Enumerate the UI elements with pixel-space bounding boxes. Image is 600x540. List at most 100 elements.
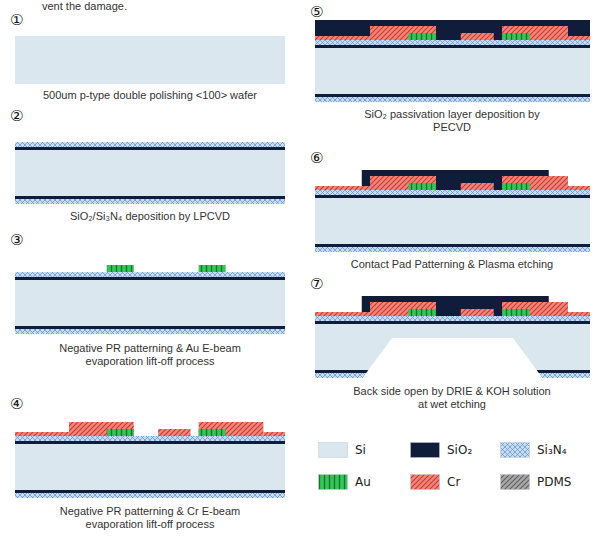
wafer-cross-section bbox=[15, 36, 285, 84]
legend-swatch bbox=[318, 474, 348, 490]
chromium-block bbox=[69, 422, 134, 436]
chromium-line bbox=[315, 186, 370, 190]
legend-swatch bbox=[410, 442, 440, 458]
nitride-layer bbox=[315, 97, 590, 102]
legend-text: Cr bbox=[447, 474, 460, 490]
step-number: ⑥ bbox=[310, 150, 334, 167]
gold-pad bbox=[409, 33, 437, 40]
legend-text: SiO₂ bbox=[447, 442, 472, 458]
page-fragment-text: vent the damage. bbox=[42, 0, 242, 13]
step-caption: 500um p-type double polishing <100> wafe… bbox=[20, 89, 280, 102]
swatch-fill bbox=[319, 443, 348, 458]
gold-pad bbox=[409, 309, 437, 316]
wafer-cross-section bbox=[15, 422, 285, 498]
gold-pad bbox=[199, 429, 226, 436]
nitride-layer bbox=[315, 316, 590, 321]
oxide-layer bbox=[15, 277, 285, 280]
silicon-wafer bbox=[15, 36, 285, 84]
nitride-layer bbox=[15, 329, 285, 334]
chromium-block bbox=[158, 429, 190, 436]
nitride-layer bbox=[15, 493, 285, 498]
nitride-layer bbox=[315, 190, 590, 195]
swatch-fill bbox=[411, 443, 440, 458]
oxide-layer bbox=[15, 490, 285, 493]
step-caption: SiO₂ passivation layer deposition by PEC… bbox=[352, 108, 552, 134]
chromium-block bbox=[199, 422, 264, 436]
backside-opening bbox=[362, 338, 544, 379]
swatch-fill bbox=[319, 475, 348, 490]
step-number: ② bbox=[10, 108, 34, 125]
step-number: ⑤ bbox=[310, 4, 334, 21]
chromium-block bbox=[370, 176, 436, 190]
gold-pad bbox=[107, 265, 134, 272]
legend-swatch bbox=[500, 474, 530, 490]
silicon-wafer bbox=[15, 280, 285, 326]
legend-text: Au bbox=[355, 474, 371, 490]
wafer-cross-section bbox=[15, 265, 285, 334]
silicon-wafer bbox=[15, 150, 285, 196]
nitride-layer bbox=[15, 272, 285, 277]
gold-pad bbox=[502, 183, 530, 190]
gold-pad bbox=[502, 33, 530, 40]
oxide-layer bbox=[315, 94, 590, 97]
legend-text: Si bbox=[355, 442, 366, 458]
swatch-fill bbox=[501, 475, 530, 490]
chromium-line bbox=[15, 432, 69, 436]
oxide-layer bbox=[15, 196, 285, 199]
silicon-wafer bbox=[15, 444, 285, 490]
chromium-line bbox=[568, 312, 590, 316]
step-caption: Negative PR patterning & Au E-beam evapo… bbox=[45, 342, 255, 368]
chromium-line bbox=[568, 186, 590, 190]
oxide-layer bbox=[315, 321, 590, 324]
step-number: ④ bbox=[10, 396, 34, 413]
chromium-block bbox=[370, 302, 436, 316]
legend-text: PDMS bbox=[537, 474, 571, 490]
wafer-cross-section bbox=[315, 296, 590, 379]
legend-swatch bbox=[500, 442, 530, 458]
step-caption: Back side open by DRIE & KOH solution at… bbox=[352, 385, 552, 411]
gold-pad bbox=[199, 265, 226, 272]
chromium-block bbox=[370, 26, 436, 40]
chromium-line bbox=[315, 36, 370, 40]
wafer-cross-section bbox=[315, 170, 590, 252]
passivation-layer bbox=[315, 20, 590, 40]
legend-swatch bbox=[318, 442, 348, 458]
swatch-fill bbox=[501, 443, 530, 458]
legend-swatch bbox=[410, 474, 440, 490]
chromium-line bbox=[263, 432, 285, 436]
chromium-block bbox=[461, 183, 494, 190]
oxide-layer bbox=[15, 147, 285, 150]
wafer-cross-section bbox=[315, 20, 590, 102]
step-number: ① bbox=[10, 12, 34, 29]
nitride-layer bbox=[315, 40, 590, 45]
gold-pad bbox=[502, 309, 530, 316]
swatch-fill bbox=[411, 475, 440, 490]
nitride-layer bbox=[15, 199, 285, 204]
oxide-layer bbox=[315, 45, 590, 48]
step-number: ③ bbox=[10, 232, 34, 249]
legend-text: Si₃N₄ bbox=[537, 442, 567, 458]
step-caption: SiO₂/Si₃N₄ deposition by LPCVD bbox=[20, 210, 280, 223]
chromium-block bbox=[502, 302, 568, 316]
silicon-wafer bbox=[315, 48, 590, 94]
chromium-block bbox=[502, 176, 568, 190]
oxide-layer bbox=[315, 195, 590, 198]
gold-pad bbox=[409, 183, 437, 190]
gold-pad bbox=[107, 429, 134, 436]
chromium-block bbox=[461, 33, 494, 40]
chromium-line bbox=[315, 312, 370, 316]
chromium-block bbox=[502, 26, 568, 40]
chromium-block bbox=[461, 309, 494, 316]
silicon-wafer bbox=[315, 198, 590, 244]
oxide-layer bbox=[15, 441, 285, 444]
nitride-layer bbox=[15, 436, 285, 441]
oxide-layer bbox=[15, 326, 285, 329]
step-number: ⑦ bbox=[310, 276, 334, 293]
wafer-cross-section bbox=[15, 142, 285, 204]
nitride-layer bbox=[315, 247, 590, 252]
step-caption: Negative PR patterning & Cr E-beam evapo… bbox=[45, 505, 255, 531]
nitride-layer bbox=[15, 142, 285, 147]
step-caption: Contact Pad Patterning & Plasma etching bbox=[322, 258, 582, 271]
oxide-layer bbox=[315, 244, 590, 247]
chromium-line bbox=[568, 36, 590, 40]
